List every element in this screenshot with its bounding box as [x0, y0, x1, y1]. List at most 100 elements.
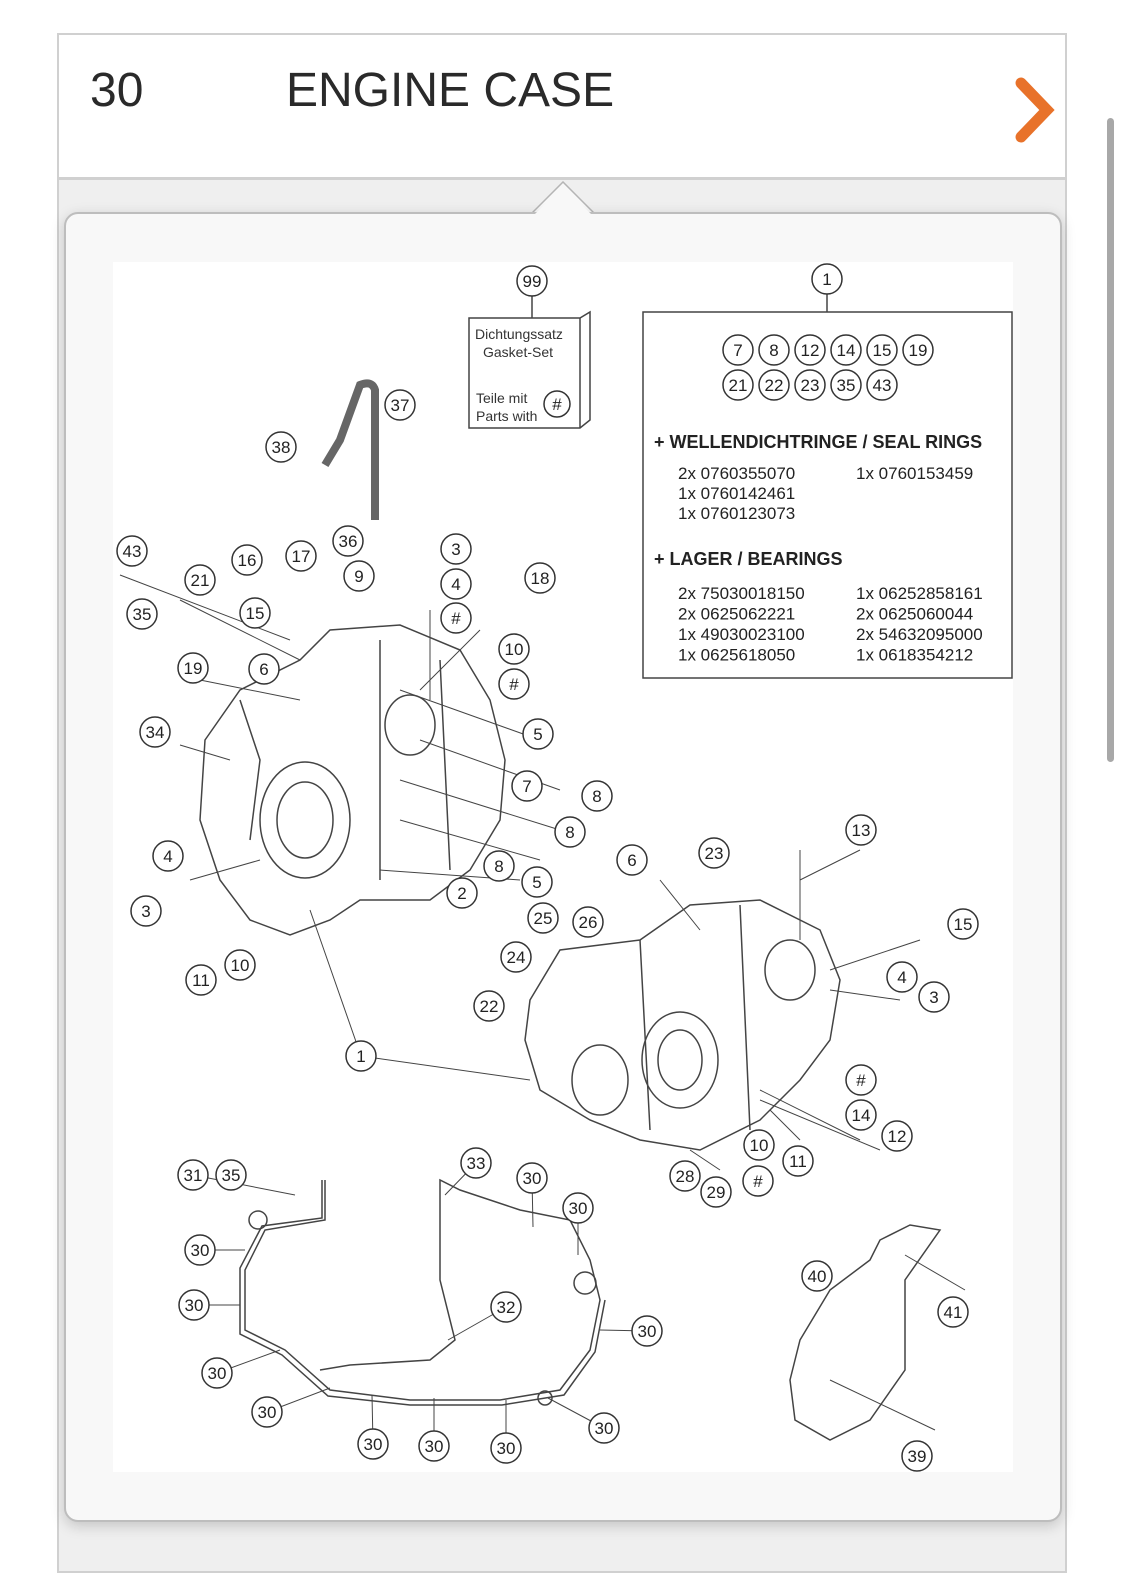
part-callout[interactable]: 7: [511, 770, 543, 802]
part-callout[interactable]: 11: [185, 964, 217, 996]
part-callout[interactable]: 33: [460, 1147, 492, 1179]
part-callout-label: 28: [676, 1167, 695, 1186]
part-callout[interactable]: 7: [722, 334, 754, 366]
part-callout[interactable]: 18: [524, 562, 556, 594]
part-callout[interactable]: 14: [845, 1099, 877, 1131]
part-callout[interactable]: 30: [251, 1396, 283, 1428]
part-callout[interactable]: 8: [581, 780, 613, 812]
part-callout[interactable]: 9: [343, 560, 375, 592]
part-callout[interactable]: 30: [490, 1432, 522, 1464]
part-callout[interactable]: 3: [440, 533, 472, 565]
part-callout[interactable]: 4: [886, 961, 918, 993]
part-callout[interactable]: 35: [215, 1159, 247, 1191]
part-callout[interactable]: 30: [562, 1192, 594, 1224]
part-callout[interactable]: 26: [572, 906, 604, 938]
exploded-parts-diagram[interactable]: Dichtungssatz Gasket-Set Teile mit Parts…: [113, 262, 1013, 1472]
section-header[interactable]: 30 ENGINE CASE: [59, 35, 1065, 180]
part-callout[interactable]: 22: [473, 990, 505, 1022]
part-callout[interactable]: 36: [332, 525, 364, 557]
part-callout[interactable]: #: [543, 390, 571, 418]
part-callout[interactable]: 8: [483, 850, 515, 882]
sprocket-cover: [789, 1224, 942, 1441]
part-callout[interactable]: 5: [522, 718, 554, 750]
part-callout[interactable]: 8: [554, 816, 586, 848]
part-callout[interactable]: 12: [881, 1120, 913, 1152]
part-callout[interactable]: 30: [631, 1315, 663, 1347]
part-callout[interactable]: #: [498, 668, 530, 700]
part-callout[interactable]: 25: [527, 902, 559, 934]
part-callout[interactable]: 43: [866, 369, 898, 401]
part-callout[interactable]: 37: [384, 389, 416, 421]
part-callout[interactable]: 1: [345, 1040, 377, 1072]
part-callout[interactable]: 17: [285, 540, 317, 572]
part-callout[interactable]: 99: [516, 265, 548, 297]
part-callout[interactable]: 2: [446, 877, 478, 909]
part-callout[interactable]: 40: [801, 1260, 833, 1292]
part-callout[interactable]: 4: [440, 568, 472, 600]
part-callout[interactable]: 23: [698, 837, 730, 869]
part-callout-label: 37: [391, 396, 410, 415]
popover-arrow-fill: [532, 186, 594, 217]
part-callout-label: 21: [729, 376, 748, 395]
part-callout[interactable]: 29: [700, 1176, 732, 1208]
part-callout[interactable]: 13: [845, 814, 877, 846]
part-callout[interactable]: 41: [937, 1296, 969, 1328]
part-callout[interactable]: 19: [177, 652, 209, 684]
part-callout-label: 41: [944, 1303, 963, 1322]
part-callout[interactable]: 23: [794, 369, 826, 401]
part-callout[interactable]: 1: [811, 263, 843, 295]
part-callout[interactable]: 39: [901, 1440, 933, 1472]
chevron-right-icon[interactable]: [1009, 75, 1059, 145]
part-callout[interactable]: 22: [758, 369, 790, 401]
part-callout[interactable]: 30: [184, 1234, 216, 1266]
part-callout[interactable]: 15: [947, 908, 979, 940]
part-callout[interactable]: #: [742, 1165, 774, 1197]
gasket-set-line4: Parts with: [476, 408, 537, 424]
part-callout[interactable]: 11: [782, 1145, 814, 1177]
part-callout[interactable]: 28: [669, 1160, 701, 1192]
part-callout[interactable]: 12: [794, 334, 826, 366]
part-callout[interactable]: 3: [918, 981, 950, 1013]
part-number: 2x 75030018150: [678, 584, 805, 603]
part-callout[interactable]: 6: [616, 844, 648, 876]
part-callout[interactable]: 4: [152, 840, 184, 872]
part-callout[interactable]: 30: [201, 1357, 233, 1389]
part-callout[interactable]: 34: [139, 716, 171, 748]
part-callout[interactable]: 15: [239, 597, 271, 629]
part-callout[interactable]: 15: [866, 334, 898, 366]
seal-rings-heading: + WELLENDICHTRINGE / SEAL RINGS: [654, 432, 982, 452]
part-callout[interactable]: 30: [516, 1162, 548, 1194]
part-callout[interactable]: 3: [130, 895, 162, 927]
part-callout[interactable]: 21: [184, 564, 216, 596]
part-callout[interactable]: 21: [722, 369, 754, 401]
part-callout[interactable]: 19: [902, 334, 934, 366]
part-callout[interactable]: 10: [743, 1129, 775, 1161]
part-callout[interactable]: 30: [178, 1289, 210, 1321]
part-callout[interactable]: 8: [758, 334, 790, 366]
part-callout[interactable]: 30: [588, 1412, 620, 1444]
part-callout[interactable]: 32: [490, 1291, 522, 1323]
part-callout[interactable]: 10: [224, 949, 256, 981]
part-number: 2x 0625060044: [856, 605, 973, 624]
part-callout-label: 15: [246, 604, 265, 623]
part-callout[interactable]: 43: [116, 535, 148, 567]
part-callout[interactable]: 30: [418, 1430, 450, 1462]
part-callout[interactable]: 24: [500, 941, 532, 973]
part-callout-label: 30: [185, 1296, 204, 1315]
part-callout[interactable]: 5: [521, 866, 553, 898]
part-callout[interactable]: #: [440, 602, 472, 634]
part-callout[interactable]: 30: [357, 1428, 389, 1460]
part-callout[interactable]: 16: [231, 544, 263, 576]
part-callout[interactable]: #: [845, 1064, 877, 1096]
part-callout[interactable]: 10: [498, 633, 530, 665]
part-callout[interactable]: 31: [177, 1159, 209, 1191]
part-callout[interactable]: 35: [830, 369, 862, 401]
part-callout[interactable]: 14: [830, 334, 862, 366]
scrollbar[interactable]: [1107, 118, 1114, 762]
part-callout[interactable]: 38: [265, 431, 297, 463]
part-callout[interactable]: 35: [126, 598, 158, 630]
part-callout[interactable]: 6: [248, 653, 280, 685]
part-callout-label: 10: [505, 640, 524, 659]
part-callout-label: 32: [497, 1298, 516, 1317]
part-number: 1x 0760153459: [856, 464, 973, 483]
